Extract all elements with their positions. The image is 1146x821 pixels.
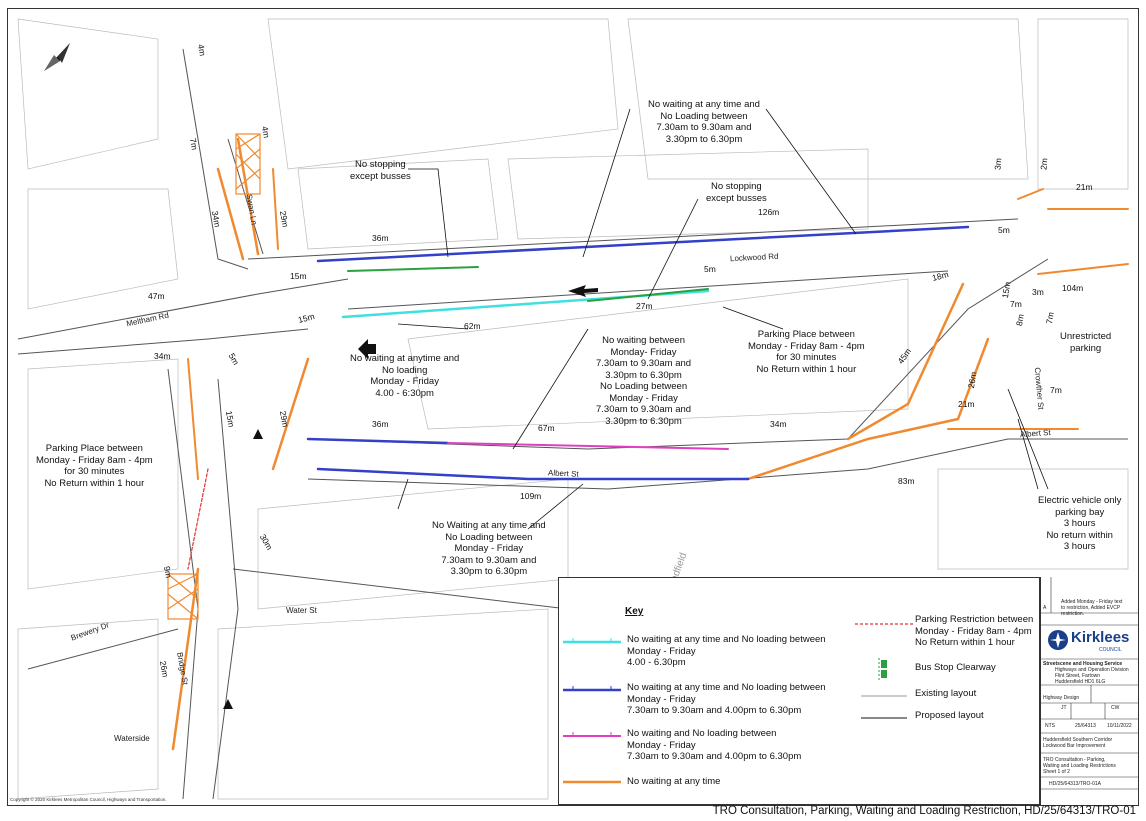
dimension-label: 7m — [1043, 311, 1056, 325]
key-symbol-red-dashed — [855, 623, 913, 625]
road-label-waterside: Waterside — [114, 734, 150, 743]
drawing-date: 10/11/2022 — [1107, 723, 1132, 729]
dimension-label: 109m — [520, 491, 542, 501]
dimension-label: 27m — [636, 301, 653, 311]
dimension-label: 3m — [992, 157, 1004, 171]
key-title: Key — [625, 606, 644, 617]
dimension-label: 36m — [372, 419, 389, 429]
restriction-lines — [171, 137, 1129, 751]
key-symbol-magenta — [563, 732, 621, 737]
revision-note: Added Monday - Friday text to restrictio… — [1061, 599, 1123, 617]
key-item-weekday: No waiting at any time and No loading be… — [627, 634, 826, 668]
annotation-no-waiting-bottom: No Waiting at any time and No Loading be… — [432, 520, 546, 577]
key-item-bus-stop: Bus Stop Clearway — [915, 662, 996, 673]
dimension-label: 126m — [758, 207, 780, 217]
title-block-grid — [1041, 577, 1138, 790]
road-label-water-st: Water St — [286, 606, 317, 615]
annotation-no-waiting-top: No waiting at any time and No Loading be… — [648, 99, 760, 145]
key-symbol-blue — [563, 686, 621, 692]
copyright-notice: Copyright © 2020 Kirklees Metropolitan C… — [10, 797, 167, 802]
drawing-number: HD/25/64313/TRO-01A — [1049, 781, 1101, 787]
checked-by: CW — [1111, 705, 1120, 711]
key-symbol-proposed — [861, 717, 907, 719]
dimension-label: 9m — [161, 565, 174, 579]
annotation-no-waiting-between: No waiting between Monday- Friday 7.30am… — [596, 335, 692, 427]
org-sub: COUNCIL — [1099, 647, 1122, 653]
key-item-parking-restriction: Parking Restriction between Monday - Fri… — [915, 614, 1034, 648]
key-symbol-cyan — [563, 638, 621, 644]
building-outlines — [17, 18, 1129, 800]
road-map — [17, 18, 1129, 800]
service-name: Streetscene and Housing Service — [1043, 661, 1123, 667]
leader-lines — [397, 108, 1049, 530]
division-address: Highways and Operation Division Flint St… — [1055, 667, 1129, 685]
dimension-label: 5m — [704, 264, 716, 274]
revision-letter: A — [1043, 605, 1047, 611]
dimension-label: 21m — [958, 399, 975, 409]
annotation-no-waiting-weekday: No waiting at anytime and No loading Mon… — [350, 353, 460, 399]
key-item-existing-layout: Existing layout — [915, 688, 977, 699]
key-symbol-orange — [563, 780, 621, 784]
dimension-label: 5m — [998, 225, 1010, 235]
yellow-box-junctions — [167, 133, 261, 620]
dimension-label: 67m — [538, 423, 555, 433]
dimension-label: 7m — [187, 137, 200, 151]
title-block: A Added Monday - Friday text to restrict… — [1040, 577, 1138, 805]
dimension-label: 36m — [372, 233, 389, 243]
dimension-label: 4m — [195, 43, 208, 57]
org-name: Kirklees — [1071, 629, 1130, 646]
annotation-no-stopping-right: No stopping except busses — [706, 181, 767, 204]
dimension-label: 7m — [1010, 299, 1022, 309]
dimension-label: 83m — [898, 476, 915, 486]
project-number: 25/64313 — [1075, 723, 1096, 729]
kirklees-logo-icon — [1048, 630, 1068, 650]
key-item-peak: No waiting at any time and No loading be… — [627, 682, 826, 716]
drawn-by: JT — [1061, 705, 1067, 711]
dimension-label: 15m — [290, 271, 307, 281]
key-legend: Key No waiting at any time and No loadin… — [558, 577, 1040, 805]
drawing-sheet: Lockwood Rd Albert St Albert St Meltham … — [7, 8, 1139, 806]
annotation-no-stopping-left: No stopping except busses — [350, 159, 411, 182]
project-name: Huddersfield Southern Corridor Lockwood … — [1043, 737, 1113, 749]
dimension-label: 104m — [1062, 283, 1084, 293]
dimension-label: 4m — [259, 125, 272, 139]
traffic-arrows — [223, 285, 598, 709]
dimension-label: 62m — [464, 321, 481, 331]
road-label-albert-st: Albert St — [547, 468, 579, 479]
key-item-any-time: No waiting at any time — [627, 776, 721, 787]
dimension-label: 21m — [1076, 182, 1093, 192]
north-arrow-icon — [44, 43, 70, 71]
dimension-label: 34m — [770, 419, 787, 429]
dimension-label: 3m — [1032, 287, 1044, 297]
bus-stop-icon — [878, 658, 887, 680]
department: Highway Design — [1043, 695, 1080, 701]
key-symbol-existing — [861, 695, 907, 697]
dimension-label: 47m — [148, 291, 165, 301]
key-item-proposed-layout: Proposed layout — [915, 710, 984, 721]
dimension-label: 2m — [1038, 157, 1050, 171]
dimension-label: 34m — [154, 351, 171, 361]
footer-title: TRO Consultation, Parking, Waiting and L… — [712, 805, 1136, 817]
annotation-parking-place-left: Parking Place between Monday - Friday 8a… — [36, 443, 153, 489]
dimension-label: 7m — [1050, 385, 1062, 395]
annotation-parking-place-right: Parking Place between Monday - Friday 8a… — [748, 329, 865, 375]
key-item-no-loading: No waiting and No loading between Monday… — [627, 728, 802, 762]
dimension-label: 8m — [1013, 313, 1026, 327]
annotation-electric-vehicle: Electric vehicle only parking bay 3 hour… — [1038, 495, 1122, 552]
scale: NTS — [1045, 723, 1055, 729]
annotation-unrestricted-parking: Unrestricted parking — [1060, 331, 1112, 354]
drawing-title: TRO Consultation - Parking, Waiting and … — [1043, 757, 1116, 775]
